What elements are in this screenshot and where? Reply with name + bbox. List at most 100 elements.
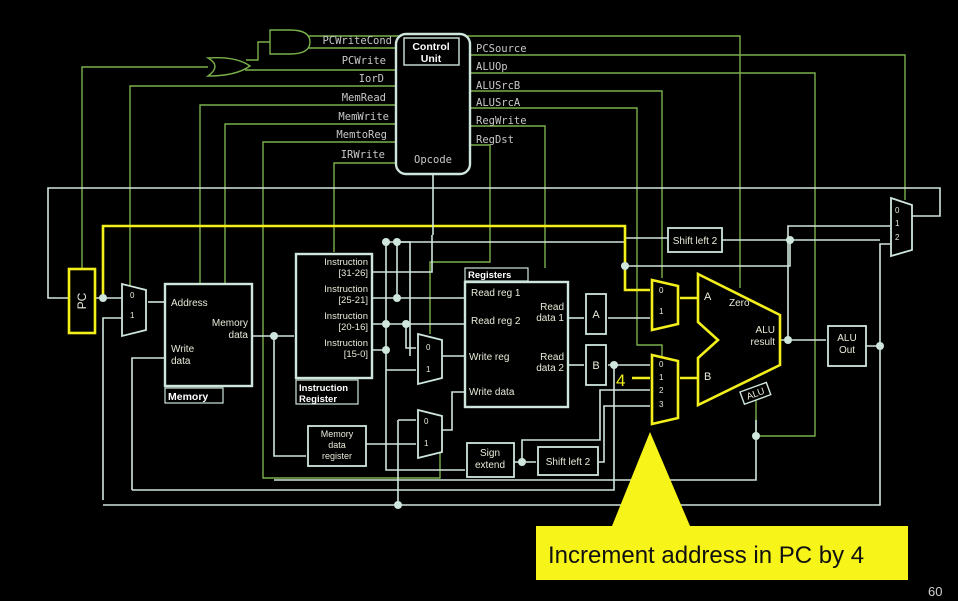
svg-text:Read reg 2: Read reg 2 — [471, 316, 521, 327]
svg-text:B: B — [592, 360, 599, 372]
pc-register: PC — [67, 267, 97, 335]
highlight-path — [101, 224, 700, 380]
pcsource-mux: 0 1 2 — [890, 196, 913, 258]
svg-text:[15-0]: [15-0] — [344, 349, 368, 360]
signal-alusrca: ALUSrcA — [476, 97, 521, 109]
memory-title: Memory — [168, 391, 208, 403]
svg-text:data 2: data 2 — [536, 363, 564, 374]
signal-aluop: ALUOp — [476, 61, 508, 73]
svg-text:Instruction: Instruction — [324, 311, 368, 322]
svg-text:Zero: Zero — [729, 298, 750, 309]
pc-label: PC — [75, 292, 89, 309]
svg-text:Instruction: Instruction — [324, 338, 368, 349]
register-file: Registers Read reg 1 Read reg 2 Write re… — [463, 267, 570, 409]
shift-left-bottom: Shift left 2 — [537, 446, 599, 476]
svg-text:1: 1 — [659, 373, 664, 382]
svg-text:Read: Read — [540, 352, 564, 363]
svg-text:0: 0 — [424, 417, 429, 426]
svg-text:Out: Out — [839, 345, 855, 356]
signal-pcwritecond: PCWriteCond — [322, 35, 392, 47]
svg-text:1: 1 — [424, 439, 429, 448]
data-wires — [47, 187, 941, 506]
alu: A B Zero ALU result ALU — [696, 271, 782, 408]
svg-text:Read reg 1: Read reg 1 — [471, 288, 521, 299]
callout-text: Increment address in PC by 4 — [548, 542, 864, 569]
svg-text:3: 3 — [659, 400, 664, 409]
signal-memread: MemRead — [342, 92, 386, 104]
svg-text:Register: Register — [299, 394, 337, 405]
svg-text:Shift left 2: Shift left 2 — [546, 457, 591, 468]
memtoreg-mux: 0 1 — [417, 408, 443, 460]
alusrcb-mux: 0 1 2 3 — [650, 353, 680, 426]
svg-text:[20-16]: [20-16] — [338, 322, 368, 333]
svg-text:Instruction: Instruction — [299, 383, 348, 394]
signal-pcwrite: PCWrite — [342, 55, 386, 67]
svg-text:B: B — [704, 371, 711, 383]
opcode-label: Opcode — [414, 154, 452, 166]
svg-text:1: 1 — [895, 219, 900, 228]
svg-text:Instruction: Instruction — [324, 284, 368, 295]
control-unit-title-2: Unit — [421, 53, 442, 65]
signal-alusrcb: ALUSrcB — [476, 80, 520, 92]
svg-text:0: 0 — [426, 343, 431, 352]
signal-pcsource: PCSource — [476, 43, 527, 55]
regdst-mux: 0 1 — [417, 332, 443, 386]
page-number: 60 — [928, 584, 942, 599]
svg-text:register: register — [322, 451, 352, 461]
callout: Increment address in PC by 4 — [536, 432, 908, 580]
svg-text:0: 0 — [130, 291, 135, 300]
signal-regdst: RegDst — [476, 134, 514, 146]
svg-text:0: 0 — [659, 360, 664, 369]
memory-address-label: Address — [171, 298, 208, 309]
svg-text:A: A — [592, 309, 600, 321]
signal-memtoreg: MemtoReg — [336, 129, 387, 141]
memory-data-register: Memory data register — [307, 425, 367, 467]
alu-out-register: ALU Out — [827, 325, 867, 367]
svg-text:1: 1 — [659, 307, 664, 316]
svg-text:A: A — [704, 291, 712, 303]
svg-text:data 1: data 1 — [536, 313, 564, 324]
svg-text:data: data — [171, 356, 191, 367]
svg-text:[25-21]: [25-21] — [338, 295, 368, 306]
svg-text:2: 2 — [659, 386, 664, 395]
svg-text:1: 1 — [130, 311, 135, 320]
shift-left-top: Shift left 2 — [667, 227, 723, 253]
svg-text:ALU: ALU — [756, 325, 775, 336]
sign-extend: Sign extend — [466, 442, 515, 478]
svg-text:data: data — [328, 440, 346, 450]
alusrca-mux: 0 1 — [650, 278, 680, 332]
instruction-register: Instruction [31-26] Instruction [25-21] … — [294, 252, 374, 405]
svg-text:0: 0 — [659, 286, 664, 295]
svg-text:ALU: ALU — [837, 333, 856, 344]
svg-text:Memory: Memory — [321, 429, 354, 439]
constant-four: 4 — [616, 371, 625, 390]
control-signal-labels-left: PCWriteCond PCWrite IorD MemRead MemWrit… — [322, 35, 392, 161]
or-gate — [205, 56, 252, 77]
reg-a: A — [585, 293, 607, 335]
signal-irwrite: IRWrite — [341, 149, 385, 161]
signal-memwrite: MemWrite — [338, 111, 389, 123]
svg-text:extend: extend — [475, 460, 505, 471]
svg-text:[31-26]: [31-26] — [338, 268, 368, 279]
svg-text:data: data — [229, 330, 249, 341]
svg-text:Write: Write — [171, 344, 195, 355]
and-gate — [269, 29, 311, 55]
control-unit: Control Unit Opcode — [394, 32, 472, 235]
svg-text:0: 0 — [895, 206, 900, 215]
svg-text:Instruction: Instruction — [324, 257, 368, 268]
svg-text:Sign: Sign — [480, 448, 500, 459]
control-unit-title: Control — [412, 41, 449, 53]
svg-text:Read: Read — [540, 302, 564, 313]
svg-text:Registers: Registers — [468, 270, 511, 281]
junction-dots — [99, 236, 884, 509]
pc-address-mux: 0 1 — [121, 282, 147, 338]
svg-text:result: result — [751, 337, 776, 348]
svg-text:2: 2 — [895, 233, 900, 242]
svg-text:Write reg: Write reg — [469, 352, 509, 363]
svg-text:Write data: Write data — [469, 387, 515, 398]
svg-text:Shift left 2: Shift left 2 — [673, 236, 718, 247]
signal-regwrite: RegWrite — [476, 115, 527, 127]
svg-text:1: 1 — [426, 365, 431, 374]
svg-text:Memory: Memory — [212, 318, 248, 329]
